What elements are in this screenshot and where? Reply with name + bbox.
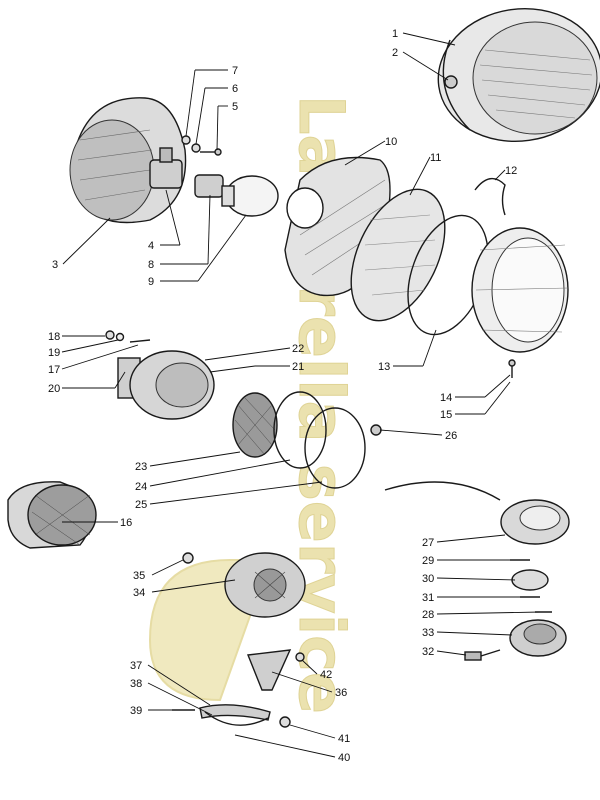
rear-reflector	[7, 481, 97, 549]
callout-1: 1	[392, 28, 398, 40]
callout-26: 26	[445, 430, 457, 442]
handlebar-clamp	[199, 704, 271, 726]
callout-39: 39	[130, 705, 142, 717]
callout-5: 5	[232, 101, 238, 113]
spring-clip	[474, 177, 506, 216]
lever-32	[464, 649, 501, 661]
nut-2	[444, 75, 458, 89]
headlamp-shell	[437, 7, 600, 143]
horn-bracket	[247, 649, 292, 691]
switch-unit	[384, 481, 570, 545]
callout-28: 28	[422, 609, 434, 621]
callout-2: 2	[392, 47, 398, 59]
callout-17: 17	[48, 364, 60, 376]
callout-40: 40	[338, 752, 350, 764]
callout-14: 14	[440, 392, 452, 404]
screw-26	[370, 424, 382, 436]
tail-ring-24	[273, 391, 327, 469]
callout-24: 24	[135, 481, 147, 493]
callout-29: 29	[422, 555, 434, 567]
callout-35: 35	[133, 570, 145, 582]
callout-19: 19	[48, 347, 60, 359]
callout-labels: 1 2 3 4 5 6 7 8 9 10 11 12 13 14 15 16 1…	[48, 28, 517, 764]
callout-9: 9	[148, 276, 154, 288]
callout-10: 10	[385, 136, 397, 148]
washer-7	[181, 135, 191, 145]
screw-5	[200, 148, 222, 156]
tail-lens-grille	[232, 392, 278, 458]
horn	[224, 552, 306, 618]
nut-35	[182, 552, 194, 564]
callout-15: 15	[440, 409, 452, 421]
screw-17	[129, 339, 151, 343]
trim-rim	[471, 227, 569, 353]
callout-13: 13	[378, 361, 390, 373]
washer-19	[115, 332, 125, 342]
callout-7: 7	[232, 65, 238, 77]
callout-37: 37	[130, 660, 142, 672]
tail-ring-25	[304, 407, 366, 489]
washer-6	[191, 143, 201, 153]
screw-42	[295, 652, 305, 662]
cover-30	[511, 569, 549, 591]
bulb-socket	[149, 147, 183, 189]
screw-15	[508, 359, 516, 378]
callout-23: 23	[135, 461, 147, 473]
callout-20: 20	[48, 383, 60, 395]
callout-31: 31	[422, 592, 434, 604]
callout-27: 27	[422, 537, 434, 549]
bulb-holder	[194, 174, 224, 198]
tail-light-housing	[117, 350, 215, 420]
callout-8: 8	[148, 259, 154, 271]
callout-25: 25	[135, 499, 147, 511]
callout-12: 12	[505, 165, 517, 177]
callout-11: 11	[430, 152, 441, 164]
callout-32: 32	[422, 646, 434, 658]
nut-41	[279, 716, 291, 728]
callout-16: 16	[120, 517, 132, 529]
leader-lines	[61, 32, 541, 758]
callout-4: 4	[148, 240, 154, 252]
callout-33: 33	[422, 627, 434, 639]
nut-18	[105, 330, 115, 340]
callout-30: 30	[422, 573, 434, 585]
callout-21: 21	[292, 361, 304, 373]
callout-41: 41	[338, 733, 350, 745]
callout-42: 42	[320, 669, 332, 681]
lens	[350, 188, 446, 322]
callout-18: 18	[48, 331, 60, 343]
bulb	[221, 175, 279, 217]
callout-3: 3	[52, 259, 58, 271]
callout-38: 38	[130, 678, 142, 690]
callout-34: 34	[133, 587, 145, 599]
switch-base-33	[509, 619, 567, 657]
callout-6: 6	[232, 83, 238, 95]
callout-22: 22	[292, 343, 304, 355]
callout-36: 36	[335, 687, 347, 699]
rear-housing	[69, 97, 187, 224]
